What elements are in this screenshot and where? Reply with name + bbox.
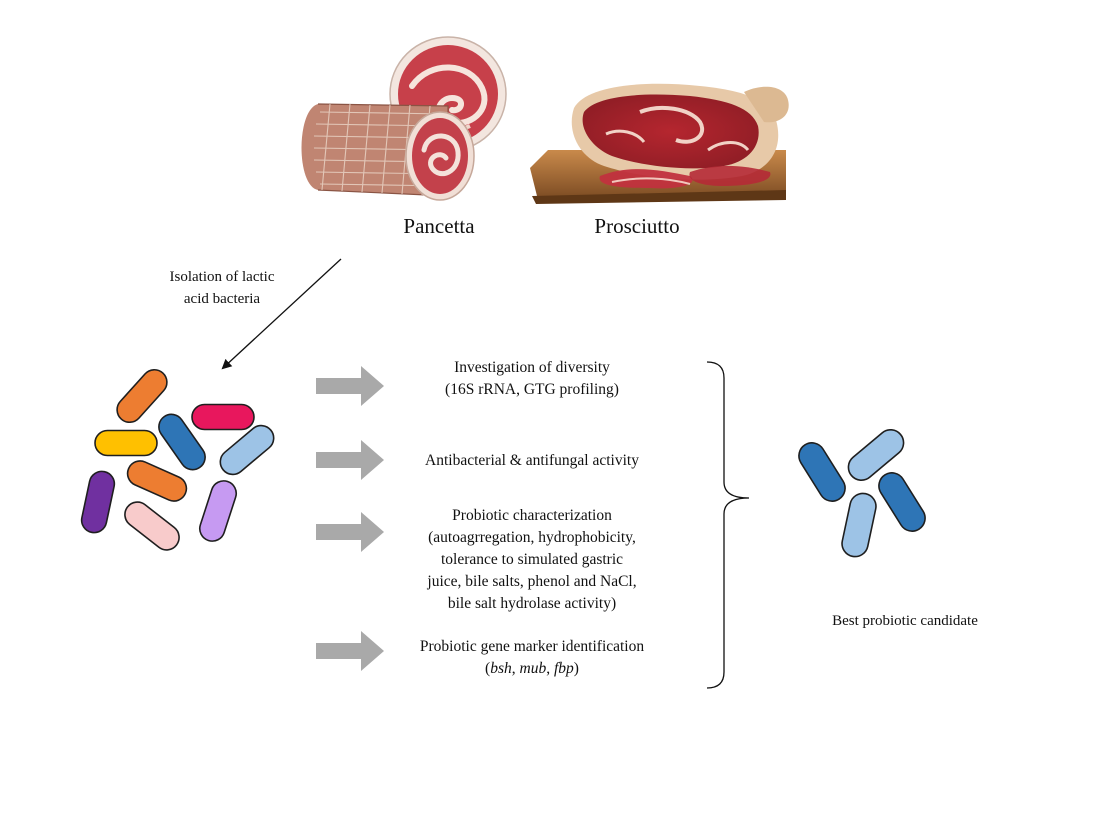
step-3-line-4: juice, bile salts, phenol and NaCl, bbox=[426, 573, 636, 590]
isolation-arrow bbox=[221, 258, 342, 370]
bacterium-orange bbox=[116, 368, 168, 424]
bacterium-lavender bbox=[198, 480, 238, 542]
bacterium-candidate-blue-light bbox=[841, 492, 877, 558]
bacterium-candidate-blue-dark bbox=[878, 472, 926, 532]
gene-name: fbp bbox=[554, 660, 574, 677]
step-2-line-1: Antibacterial & antifungal activity bbox=[425, 452, 639, 469]
bacterium-yellow bbox=[94, 429, 158, 457]
best-candidate-cluster bbox=[798, 428, 926, 558]
bacterium-magenta bbox=[191, 403, 255, 431]
prosciutto-label: Prosciutto bbox=[594, 214, 679, 238]
step-arrows bbox=[316, 366, 384, 671]
best-candidate-label: Best probiotic candidate bbox=[832, 613, 978, 629]
gene-name: bsh bbox=[490, 660, 512, 677]
bacterium-purple-dark bbox=[80, 470, 116, 534]
step-4-line-1: Probiotic gene marker identification bbox=[420, 638, 644, 655]
bacterium-orange bbox=[126, 460, 188, 502]
step-3-line-3: tolerance to simulated gastric bbox=[441, 551, 623, 568]
step-1-line-2: (16S rRNA, GTG profiling) bbox=[445, 381, 619, 398]
bacterium-candidate-blue-light bbox=[847, 428, 905, 482]
bacterium-candidate-blue-dark bbox=[798, 442, 846, 502]
step-arrow-2 bbox=[316, 440, 384, 480]
gene-name: mub bbox=[520, 660, 547, 677]
step-arrow-4 bbox=[316, 631, 384, 671]
step-arrow-1 bbox=[316, 366, 384, 406]
isolation-label-line1: Isolation of lactic bbox=[170, 269, 275, 285]
pancetta-label: Pancetta bbox=[403, 214, 475, 238]
step-3-line-2: (autoagrregation, hydrophobicity, bbox=[428, 529, 636, 546]
step-1-line-1: Investigation of diversity bbox=[454, 359, 610, 376]
isolation-label-line2: acid bacteria bbox=[184, 291, 261, 307]
bacterium-pink bbox=[124, 501, 180, 551]
lab-isolates-cluster bbox=[80, 368, 275, 551]
step-arrow-3 bbox=[316, 512, 384, 552]
grouping-brace bbox=[706, 361, 750, 689]
step-3-line-1: Probiotic characterization bbox=[452, 507, 612, 524]
step-3-line-5: bile salt hydrolase activity) bbox=[448, 595, 616, 612]
step-4-line-2: (bsh, mub, fbp) bbox=[485, 660, 579, 677]
analysis-steps: Investigation of diversity (16S rRNA, GTG… bbox=[420, 359, 644, 677]
bacterium-blue-dark bbox=[158, 413, 206, 471]
pancetta-roll-image bbox=[301, 36, 507, 201]
bacterium-blue-light bbox=[219, 424, 275, 476]
prosciutto-leg-image bbox=[530, 83, 789, 204]
